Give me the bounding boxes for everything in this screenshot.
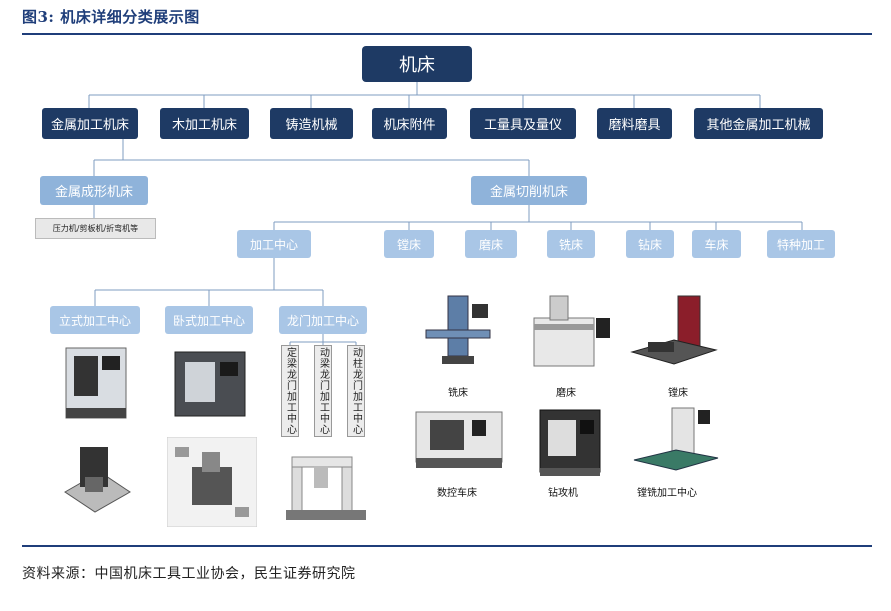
node-lathe: 车床 [692, 230, 741, 258]
boring-milling-center-image [633, 407, 719, 471]
forming-examples: 压力机/剪板机/折弯机等 [35, 218, 156, 239]
caption-boring-milling-center: 镗铣加工中心 [637, 488, 697, 499]
milling-machine-image [425, 295, 491, 364]
node-milling: 铣床 [547, 230, 595, 258]
caption-milling: 铣床 [448, 388, 468, 399]
drilling-tapping-image [539, 409, 601, 476]
gantry-mc-image [286, 456, 366, 520]
caption-grinding: 磨床 [556, 388, 576, 399]
node-drilling: 钻床 [626, 230, 674, 258]
node-vertical-mc: 立式加工中心 [50, 306, 140, 334]
source-note: 资料来源：中国机床工具工业协会，民生证券研究院 [22, 566, 356, 582]
node-moving-column-gantry: 动柱龙门加工中心 [347, 345, 365, 437]
caption-cnc-lathe: 数控车床 [437, 488, 477, 499]
node-accessories: 机床附件 [372, 108, 447, 139]
title-divider [22, 33, 872, 35]
horizontal-mc-detail-image [167, 437, 257, 527]
grinding-machine-image [533, 295, 610, 367]
vertical-mc-detail-image [64, 447, 131, 513]
node-grinding: 磨床 [465, 230, 517, 258]
figure-title: 图3: 机床详细分类展示图 [22, 8, 200, 26]
root-machine-tool: 机床 [362, 46, 472, 82]
cnc-lathe-image [415, 411, 503, 468]
node-fixed-beam-gantry: 定梁龙门加工中心 [281, 345, 299, 437]
node-boring: 镗床 [384, 230, 434, 258]
node-horizontal-mc: 卧式加工中心 [165, 306, 253, 334]
node-moving-beam-gantry: 动梁龙门加工中心 [314, 345, 332, 437]
boring-machine-image [630, 295, 718, 365]
node-casting: 铸造机械 [270, 108, 353, 139]
node-metal-processing: 金属加工机床 [42, 108, 138, 139]
node-woodworking: 木加工机床 [160, 108, 249, 139]
horizontal-mc-image [174, 351, 246, 417]
node-metal-cutting: 金属切削机床 [471, 176, 587, 205]
node-machining-center: 加工中心 [237, 230, 311, 258]
footer-divider [22, 545, 872, 547]
node-measuring-tools: 工量具及量仪 [470, 108, 576, 139]
node-other-metal: 其他金属加工机械 [694, 108, 823, 139]
node-special: 特种加工 [767, 230, 835, 258]
caption-boring: 镗床 [668, 388, 688, 399]
vertical-mc-image [65, 347, 127, 419]
caption-drilling-tapping: 钻攻机 [548, 488, 578, 499]
node-metal-forming: 金属成形机床 [40, 176, 148, 205]
node-abrasives: 磨料磨具 [597, 108, 672, 139]
node-gantry-mc: 龙门加工中心 [279, 306, 367, 334]
